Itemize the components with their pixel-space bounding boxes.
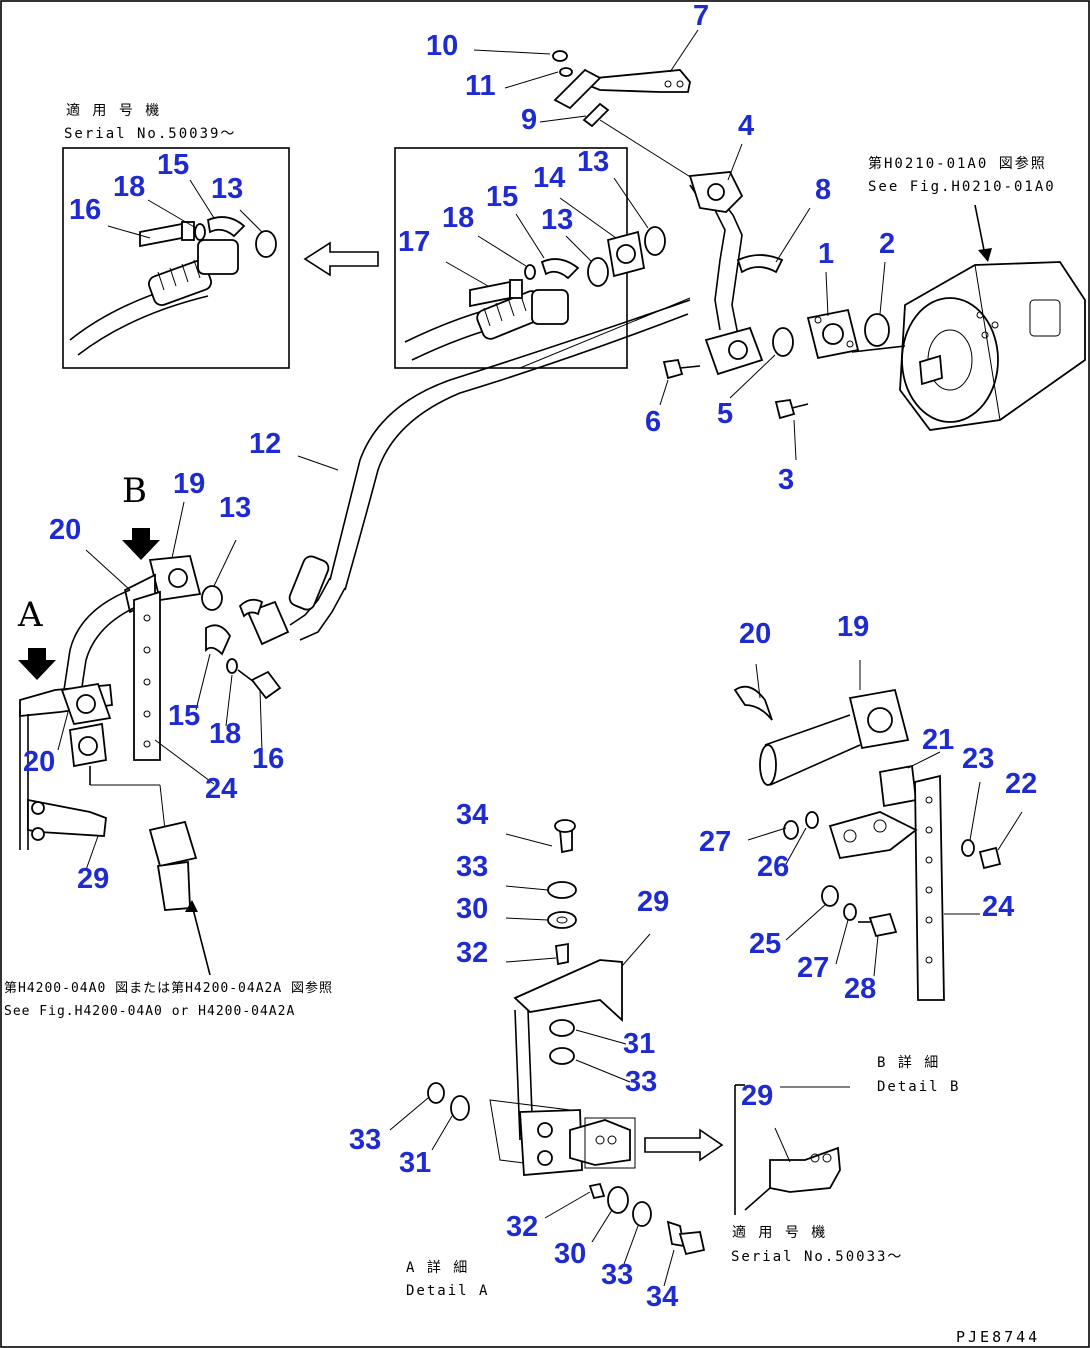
callout-33-bottom: 33 [601, 1259, 634, 1291]
callout-12: 12 [249, 428, 282, 460]
callout-33-top: 33 [456, 851, 489, 883]
fig-ref-top-jp: 第H0210-01A0 図参照 [868, 156, 1047, 172]
detail-a-view [427, 819, 724, 1256]
callout-1: 1 [818, 238, 835, 270]
detail-b-view [734, 1084, 850, 1215]
detail-a-title-en: Detail A [406, 1283, 490, 1299]
callout-32-top: 32 [456, 937, 489, 969]
callout-29-detail-a: 29 [637, 886, 670, 918]
callout-15-inset: 15 [157, 149, 190, 181]
callout-11: 11 [465, 70, 496, 102]
inset-center-hose [404, 226, 666, 361]
callout-18-detail: 18 [442, 202, 475, 234]
callout-33-right: 33 [625, 1066, 658, 1098]
view-letter-a: A [18, 595, 43, 635]
callout-20-right: 20 [739, 618, 772, 650]
callout-19-left: 19 [173, 468, 206, 500]
callout-33-left: 33 [349, 1124, 382, 1156]
callout-23: 23 [962, 743, 995, 775]
detail-b-title-en: Detail B [877, 1079, 961, 1095]
hose-12 [238, 299, 691, 646]
left-assembly [18, 528, 282, 976]
inset-arrow [303, 241, 379, 277]
callout-20-left-bottom: 20 [23, 746, 56, 778]
callout-10: 10 [426, 30, 459, 62]
callout-30-bottom: 30 [554, 1238, 587, 1270]
callout-18-left: 18 [209, 718, 242, 750]
serial-note-bottom-right-en: Serial No.50033～ [731, 1249, 904, 1265]
callout-9: 9 [521, 104, 538, 136]
leader-lines [57, 29, 1023, 1287]
callout-30-top: 30 [456, 893, 489, 925]
callout-29-detail-b: 29 [741, 1080, 774, 1112]
callout-4: 4 [738, 110, 755, 142]
callout-31-right: 31 [623, 1028, 656, 1060]
callout-27-top: 27 [699, 826, 732, 858]
callout-26: 26 [757, 851, 790, 883]
inset-left-hose [69, 216, 277, 356]
callout-5: 5 [717, 398, 734, 430]
callout-13-left: 13 [219, 492, 252, 524]
callout-34-top: 34 [456, 799, 489, 831]
callout-20-left-top: 20 [49, 514, 82, 546]
inset-box-serial [62, 147, 290, 369]
callout-31-left: 31 [399, 1147, 432, 1179]
right-exploded-view [733, 660, 1002, 1001]
callout-18-inset: 18 [113, 171, 146, 203]
callout-13-detail: 13 [541, 204, 574, 236]
callout-16-left: 16 [252, 743, 285, 775]
callout-8: 8 [815, 174, 832, 206]
callout-16-inset: 16 [69, 194, 102, 226]
callout-15-detail: 15 [486, 181, 519, 213]
callout-22: 22 [1005, 768, 1038, 800]
serial-note-top-left-en: Serial No.50039～ [64, 126, 237, 142]
callout-3: 3 [778, 464, 795, 496]
callout-15-left: 15 [168, 700, 201, 732]
callout-34-bottom: 34 [646, 1281, 679, 1313]
callout-29-left: 29 [77, 863, 110, 895]
serial-note-top-left-jp: 適 用 号 機 [66, 103, 162, 119]
callout-6: 6 [645, 406, 662, 438]
drawing-code: PJE8744 [956, 1328, 1041, 1346]
callout-24-left: 24 [205, 773, 238, 805]
callout-13-inset: 13 [211, 173, 244, 205]
callout-13-detail-top: 13 [577, 146, 610, 178]
upper-right-assembly [552, 50, 1086, 431]
callout-32-bottom: 32 [506, 1211, 539, 1243]
serial-note-bottom-right-jp: 適 用 号 機 [732, 1225, 828, 1241]
callout-14: 14 [533, 162, 566, 194]
callout-17: 17 [398, 226, 431, 258]
callout-27-bottom: 27 [797, 952, 830, 984]
callout-19-right: 19 [837, 611, 870, 643]
detail-a-title-jp: A 詳 細 [406, 1260, 470, 1276]
callout-24-right: 24 [982, 891, 1015, 923]
callout-2: 2 [879, 228, 896, 260]
callout-7: 7 [693, 0, 710, 32]
callout-25: 25 [749, 928, 782, 960]
fig-ref-top-en: See Fig.H0210-01A0 [868, 179, 1056, 195]
fig-ref-bottom-jp: 第H4200-04A0 図または第H4200-04A2A 図参照 [4, 981, 334, 996]
view-letter-b: B [122, 471, 147, 511]
fig-ref-bottom-en: See Fig.H4200-04A0 or H4200-04A2A [4, 1004, 296, 1019]
callout-28: 28 [844, 973, 877, 1005]
detail-b-title-jp: B 詳 細 [877, 1055, 941, 1071]
callout-21: 21 [922, 724, 955, 756]
